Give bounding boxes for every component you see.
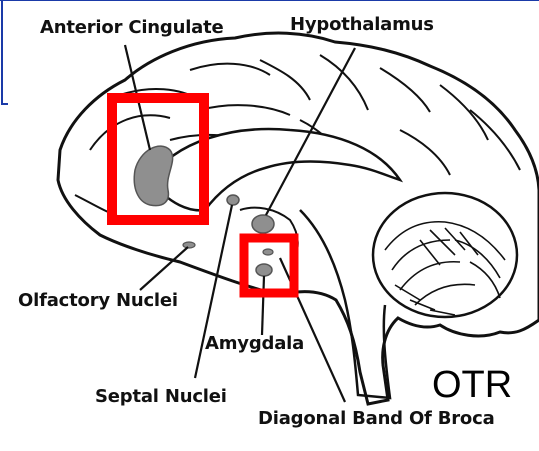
label-amygdala: Amygdala — [205, 333, 304, 354]
label-anterior-cingulate: Anterior Cingulate — [40, 17, 224, 38]
otr-text: OTR — [432, 364, 512, 407]
diagonal-band-structure — [263, 249, 273, 255]
hypothalamus-structure — [252, 215, 274, 233]
label-olfactory-nuclei: Olfactory Nuclei — [18, 290, 178, 311]
label-hypothalamus: Hypothalamus — [290, 14, 434, 35]
olfactory-structure — [183, 242, 195, 248]
label-septal-nuclei: Septal Nuclei — [95, 386, 227, 407]
cerebellum — [373, 193, 517, 317]
septal-structure — [227, 195, 239, 205]
label-diagonal-band: Diagonal Band Of Broca — [258, 408, 495, 429]
amygdala-structure — [256, 264, 272, 276]
